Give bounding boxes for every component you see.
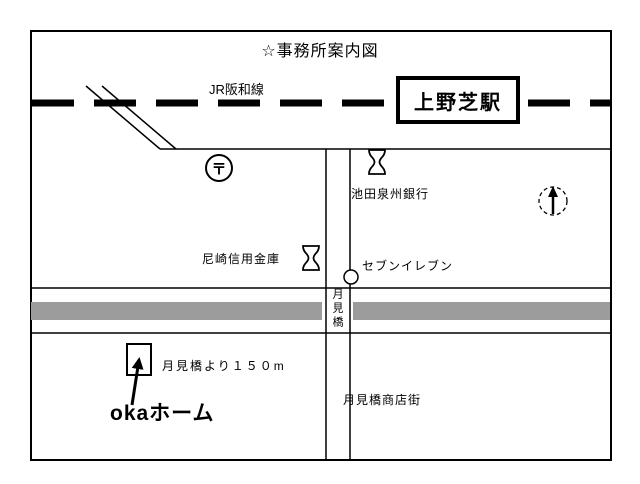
post-office-icon: 〒 <box>205 154 233 182</box>
vertical-road <box>325 149 351 459</box>
bank-icon-amagasaki <box>302 245 320 271</box>
post-office-glyph: 〒 <box>211 161 226 178</box>
arrow-up-icon <box>130 357 144 406</box>
bridge-label: 月見橋 <box>331 288 343 330</box>
railway-label: JR阪和線 <box>209 82 264 97</box>
compass-icon <box>538 186 568 216</box>
station-name: 上野芝駅 <box>414 91 502 114</box>
diagonal-road <box>85 85 177 150</box>
river-band <box>31 287 610 334</box>
river-right <box>353 302 610 320</box>
bank-label-ikeda: 池田泉州銀行 <box>351 187 430 201</box>
office-location-box <box>126 343 152 376</box>
river-left <box>31 302 322 320</box>
station-box: 上野芝駅 <box>396 76 520 124</box>
store-marker-icon <box>343 269 359 285</box>
distance-label: 月見橋より１５０m <box>162 359 286 373</box>
bank-icon-ikeda <box>368 149 386 175</box>
map-title: ☆事務所案内図 <box>261 43 379 60</box>
seven-eleven-label: セブンイレブン <box>362 259 454 273</box>
shopping-street-label: 月見橋商店街 <box>343 393 422 407</box>
bank-label-amagasaki: 尼崎信用金庫 <box>202 252 281 266</box>
office-label: okaホーム <box>110 402 215 425</box>
